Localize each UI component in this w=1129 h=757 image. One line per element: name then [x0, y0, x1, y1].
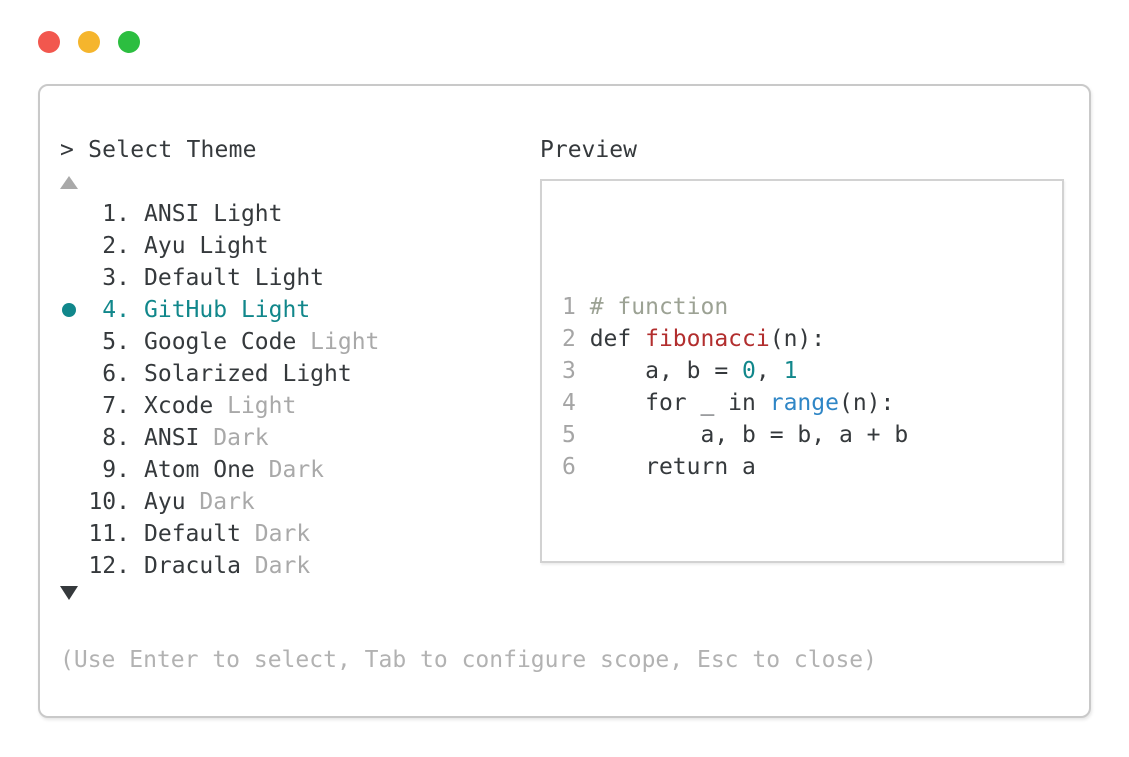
theme-number: 11. — [88, 521, 130, 547]
theme-name: ANSI — [144, 425, 214, 451]
theme-list-item[interactable]: 3. Default Light — [60, 262, 379, 294]
theme-variant: Dark — [268, 457, 325, 483]
code-token-plain: for _ in — [589, 390, 770, 416]
theme-variant: Dark — [254, 553, 311, 579]
page-title: Select Theme — [88, 137, 257, 163]
maximize-button[interactable] — [118, 31, 140, 53]
theme-number: 4. — [102, 297, 130, 323]
theme-list-item[interactable]: 2. Ayu Light — [60, 230, 379, 262]
line-number: 2 — [562, 326, 590, 352]
header-space — [74, 137, 88, 163]
theme-number: 1. — [102, 201, 130, 227]
code-line: 6 return a — [562, 451, 1062, 483]
theme-number: 7. — [102, 393, 130, 419]
theme-variant: Dark — [254, 521, 311, 547]
theme-number: 6. — [102, 361, 130, 387]
theme-name: GitHub — [144, 297, 241, 323]
minimize-button[interactable] — [78, 31, 100, 53]
theme-name: Xcode — [144, 393, 228, 419]
code-line: 5 a, b = b, a + b — [562, 419, 1062, 451]
theme-name: Ayu — [144, 233, 200, 259]
code-line: 3 a, b = 0, 1 — [562, 355, 1062, 387]
theme-list-item[interactable]: 1. ANSI Light — [60, 198, 379, 230]
preview-label: Preview — [540, 137, 637, 163]
code-token-builtin: range — [769, 390, 839, 416]
theme-variant: Light — [254, 265, 325, 291]
code-line: 4 for _ in range(n): — [562, 387, 1062, 419]
code-token-comment: # function — [589, 294, 729, 320]
theme-number: 12. — [88, 553, 130, 579]
line-number: 3 — [562, 358, 590, 384]
theme-variant: Light — [199, 233, 269, 259]
theme-variant: Light — [240, 297, 311, 323]
theme-picker-window: > Select Theme Preview 1. ANSI Light 2. Ayu… — [38, 84, 1091, 718]
theme-number: 5. — [102, 329, 130, 355]
theme-name: Solarized — [144, 361, 283, 387]
theme-name: Google Code — [144, 329, 311, 355]
select-theme-header: > Select Theme — [60, 134, 257, 166]
theme-list-item[interactable]: 12. Dracula Dark — [60, 550, 379, 582]
theme-name: Ayu — [144, 489, 200, 515]
scroll-up-icon[interactable] — [60, 176, 78, 189]
code-token-plain: (n): — [769, 326, 826, 352]
code-token-plain: return a — [589, 454, 756, 480]
theme-variant: Dark — [199, 489, 255, 515]
theme-name: Dracula — [144, 553, 255, 579]
theme-name: Default — [144, 265, 255, 291]
theme-list-item[interactable]: 9. Atom One Dark — [60, 454, 379, 486]
theme-number: 2. — [102, 233, 130, 259]
theme-variant: Light — [282, 361, 352, 387]
theme-variant: Light — [213, 201, 283, 227]
code-token-plain: (n): — [838, 390, 895, 416]
code-token-number: 1 — [783, 358, 798, 384]
theme-variant: Light — [310, 329, 380, 355]
theme-name: Atom One — [144, 457, 269, 483]
line-number: 1 — [562, 294, 590, 320]
window-controls — [38, 31, 140, 53]
theme-list-item[interactable]: 11. Default Dark — [60, 518, 379, 550]
code-token-plain: def — [589, 326, 646, 352]
theme-list-item[interactable]: 5. Google Code Light — [60, 326, 379, 358]
code-token-number: 0 — [742, 358, 756, 384]
theme-number: 3. — [102, 265, 130, 291]
theme-list-item[interactable]: 7. Xcode Light — [60, 390, 379, 422]
line-number: 6 — [562, 454, 590, 480]
code-token-plain: a, b = — [589, 358, 743, 384]
prompt-chevron: > — [60, 137, 75, 163]
line-number: 5 — [562, 422, 590, 448]
theme-list-item[interactable]: 6. Solarized Light — [60, 358, 379, 390]
code-blank-line — [562, 547, 1062, 561]
code-token-func: fibonacci — [645, 326, 770, 352]
theme-list-item[interactable]: 10. Ayu Dark — [60, 486, 379, 518]
code-token-plain: , — [755, 358, 784, 384]
footer-hint: (Use Enter to select, Tab to configure s… — [60, 647, 877, 673]
theme-variant: Dark — [213, 425, 269, 451]
theme-variant: Light — [227, 393, 297, 419]
theme-name: ANSI — [144, 201, 214, 227]
theme-list-item[interactable]: 4. GitHub Light — [60, 294, 379, 326]
selected-bullet-icon — [60, 303, 88, 317]
code-line: 2 def fibonacci(n): — [562, 323, 1062, 355]
scroll-down-icon[interactable] — [60, 586, 78, 600]
theme-number: 9. — [102, 457, 130, 483]
close-button[interactable] — [38, 31, 60, 53]
theme-number: 8. — [102, 425, 130, 451]
theme-name: Default — [144, 521, 255, 547]
code-line: 1 # function — [562, 291, 1062, 323]
theme-number: 10. — [88, 489, 130, 515]
theme-list-item[interactable]: 8. ANSI Dark — [60, 422, 379, 454]
code-token-plain: a, b = b, a + b — [589, 422, 909, 448]
line-number: 4 — [562, 390, 590, 416]
